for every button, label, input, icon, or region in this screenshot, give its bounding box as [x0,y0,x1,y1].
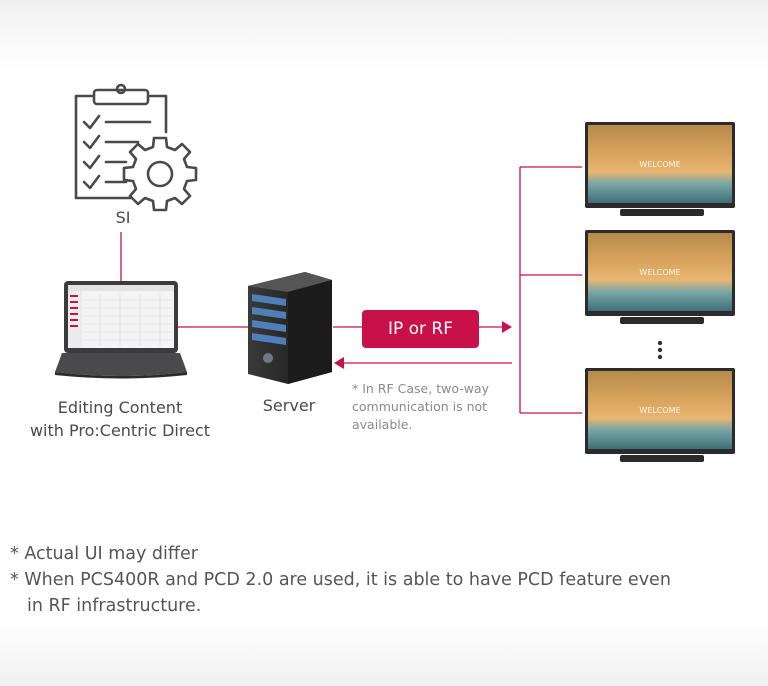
tv-display-3 [585,368,735,462]
editing-content-label: Editing Content with Pro:Centric Direct [20,396,220,442]
tv-welcome-3: WELCOME [639,406,680,415]
footnotes: * Actual UI may differ * When PCS400R an… [10,541,750,619]
editing-label-line2: with Pro:Centric Direct [29,421,211,440]
tv-welcome-1: WELCOME [639,160,680,169]
server-label: Server [262,396,316,415]
arrow-right [502,321,512,333]
rf-case-note: * In RF Case, two-way communication is n… [352,381,489,432]
footnote-2: * When PCS400R and PCD 2.0 are used, it … [10,570,671,590]
tv-display-2 [585,230,735,324]
footnote-1: * Actual UI may differ [10,544,198,564]
si-label: SI [115,208,131,227]
ip-or-rf-badge: IP or RF [362,310,479,348]
arrow-left [334,357,344,369]
connector-lines [120,166,582,414]
laptop [55,281,187,379]
tv-display-1 [585,122,735,216]
gear-icon [122,136,198,212]
server-tower [248,272,332,384]
footnote-2-cont: in RF infrastructure. [27,596,202,616]
tv-welcome-2: WELCOME [639,268,680,277]
editing-label-line1: Editing Content [57,398,183,417]
more-displays-dots [657,340,663,360]
